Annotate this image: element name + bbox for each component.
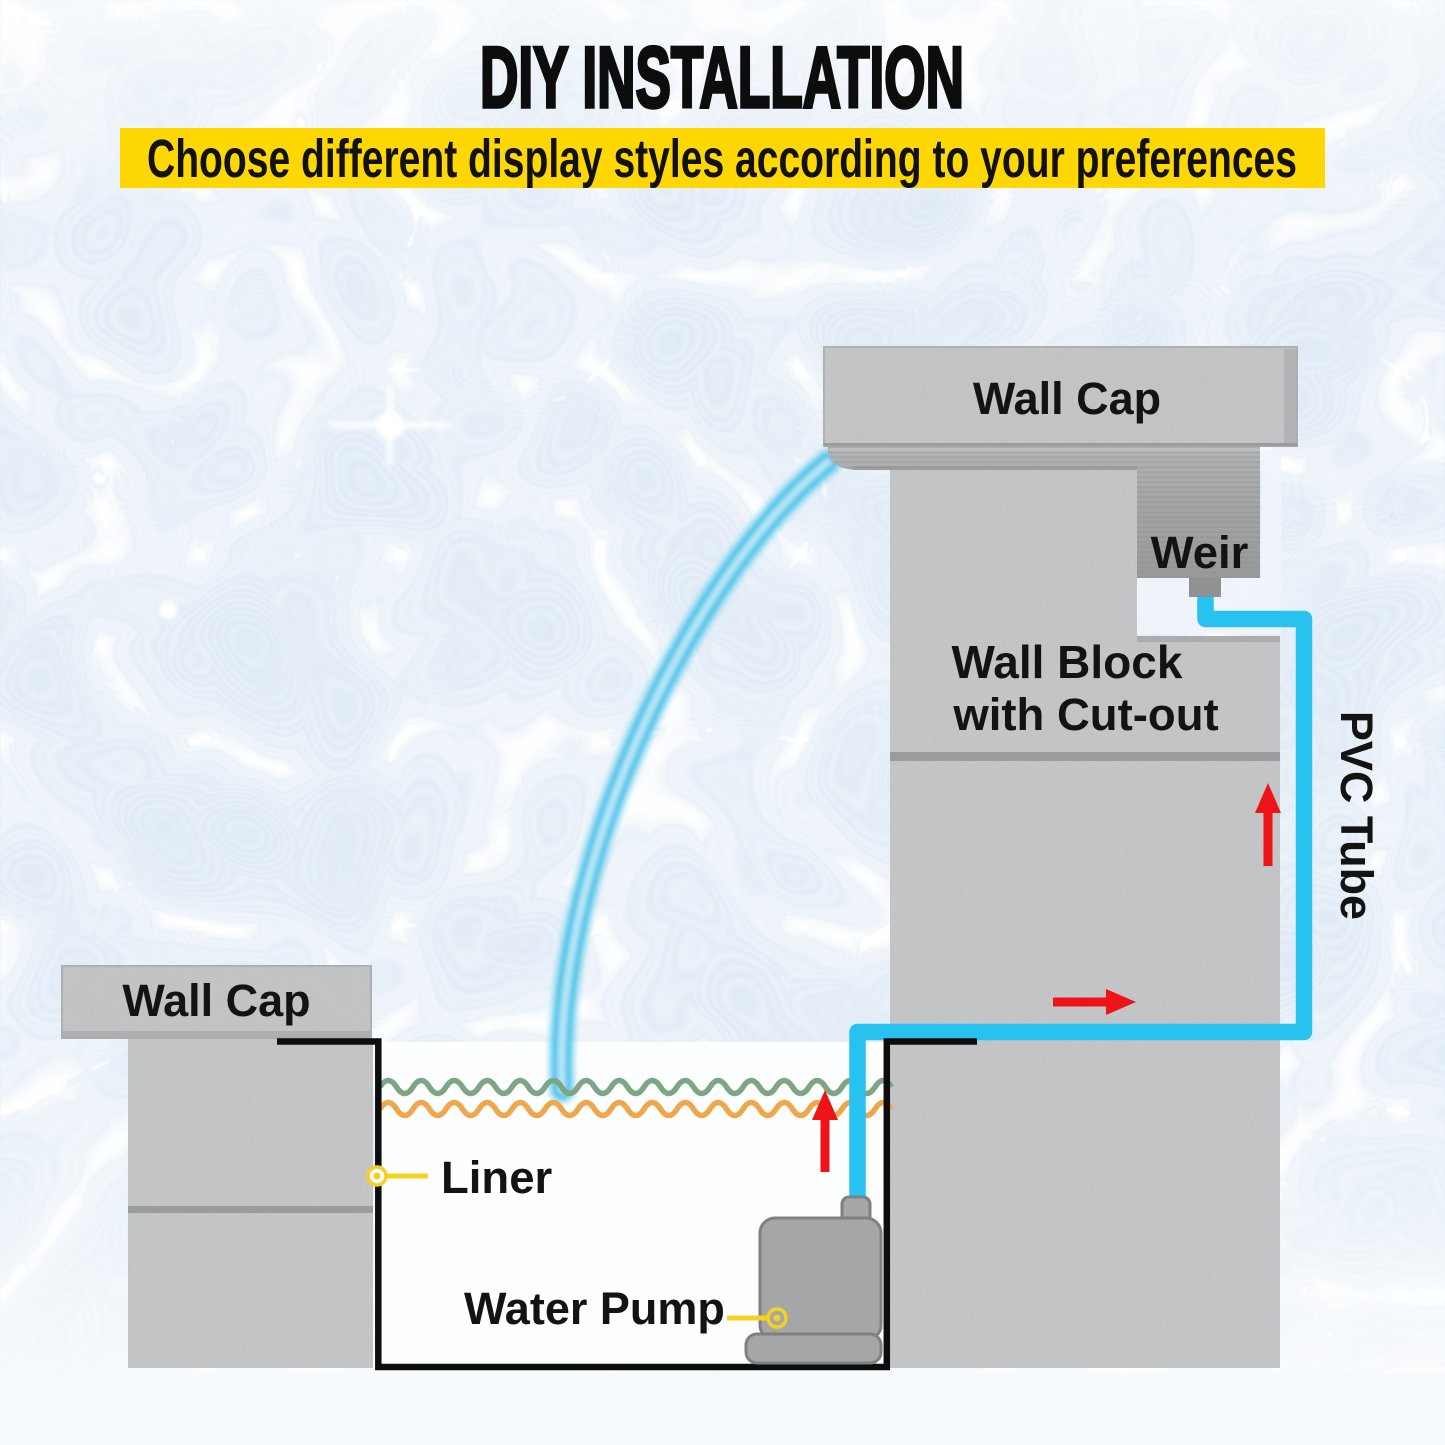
svg-text:Wall Cap: Wall Cap — [122, 975, 310, 1026]
svg-text:Water Pump: Water Pump — [464, 1283, 725, 1334]
svg-text:PVC Tube: PVC Tube — [1331, 711, 1382, 920]
svg-text:Wall Cap: Wall Cap — [973, 373, 1161, 424]
svg-text:DIY INSTALLATION: DIY INSTALLATION — [480, 30, 964, 126]
svg-text:with Cut-out: with Cut-out — [952, 689, 1218, 740]
svg-text:Choose different display style: Choose different display styles accordin… — [147, 129, 1297, 189]
svg-text:Liner: Liner — [441, 1152, 553, 1203]
svg-text:Weir: Weir — [1151, 527, 1249, 578]
svg-text:Wall Block: Wall Block — [952, 636, 1183, 688]
